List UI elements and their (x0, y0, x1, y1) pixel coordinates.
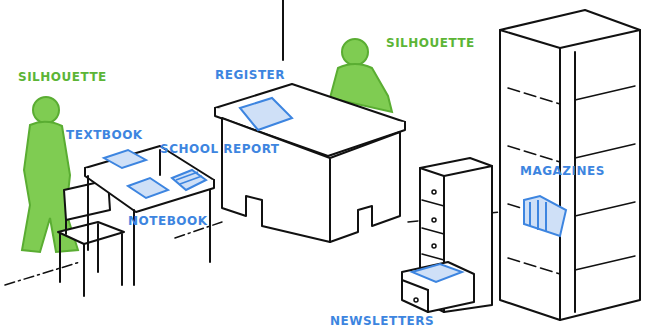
newsletters (412, 264, 462, 282)
chair-seat (58, 222, 124, 244)
report-line (180, 176, 202, 184)
filing-cabinet (402, 158, 492, 312)
drawer-knob (414, 298, 418, 302)
chair-leg (97, 224, 99, 272)
drawer-line (422, 254, 444, 260)
school-desk (85, 146, 214, 285)
bookshelf (500, 10, 640, 320)
shelf-edge (559, 48, 561, 320)
shelf-board (508, 146, 560, 162)
floor-line (5, 262, 80, 285)
chair-post (65, 220, 67, 234)
shelf-board (575, 256, 635, 270)
drawer-line (422, 228, 444, 234)
drawer-knob (432, 190, 436, 194)
shelf-board (508, 258, 560, 274)
drawer-edge (427, 290, 429, 312)
drawer-knob (432, 218, 436, 222)
shelf-body (500, 10, 640, 320)
part-label: NOTEBOOK (128, 214, 207, 228)
part-label: SILHOUETTE (18, 70, 107, 84)
register-book (240, 98, 292, 130)
drawer-knob (432, 244, 436, 248)
shelf-edge (500, 30, 560, 48)
desk-side (330, 132, 400, 242)
desk-edge (85, 168, 214, 212)
silhouette-head (33, 97, 59, 123)
textbook (104, 150, 146, 168)
shelf-board (575, 202, 635, 216)
shelf-board (508, 88, 560, 104)
desk-front (222, 118, 330, 242)
magazine-spine (545, 202, 547, 232)
drawer-line (422, 200, 444, 206)
chair-leg (83, 244, 85, 296)
school-report (172, 170, 206, 190)
shelf-edge (560, 30, 640, 48)
part-label: NEWSLETTERS (330, 314, 434, 328)
part-label: SILHOUETTE (386, 36, 475, 50)
silhouette-head (342, 39, 368, 65)
part-label: TEXTBOOK (66, 128, 143, 142)
magazines (524, 196, 566, 236)
magazine-spine (537, 200, 539, 230)
drawer-edge (402, 280, 428, 290)
cabinet-edge (420, 168, 444, 176)
desk-leg (87, 176, 89, 250)
desk-leg (209, 190, 211, 262)
part-label: SCHOOL REPORT (160, 142, 280, 156)
part-label: MAGAZINES (520, 164, 605, 178)
open-drawer (402, 262, 474, 312)
part-label: REGISTER (215, 68, 285, 82)
shelf-board (575, 144, 635, 158)
shelf-edge (574, 52, 576, 312)
magazine-spine (529, 202, 531, 226)
teacher-desk (215, 84, 405, 242)
notebook (128, 178, 168, 198)
chair-leg (121, 234, 123, 285)
shelf-board (575, 86, 635, 100)
cabinet-edge (444, 166, 492, 176)
wall-corner (282, 0, 284, 60)
chair-leg (59, 234, 61, 282)
